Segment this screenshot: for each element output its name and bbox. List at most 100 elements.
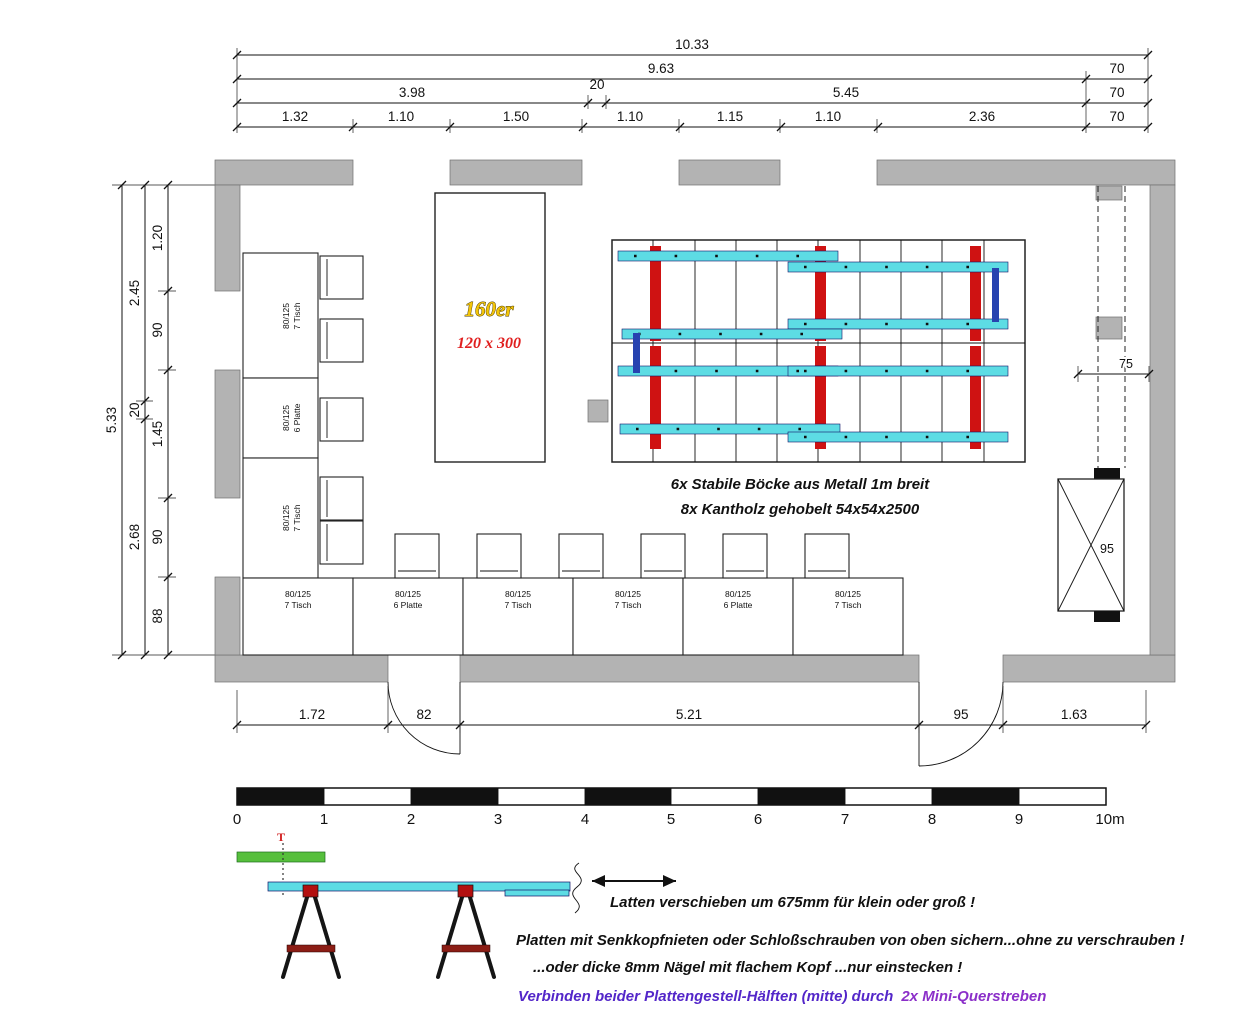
- table-size: 80/125: [725, 589, 751, 599]
- dim-label: 3.98: [399, 85, 425, 100]
- wall-pier: [1095, 316, 1123, 340]
- dim-label-box-width: 95: [1100, 542, 1114, 556]
- annotations: Latten verschieben um 675mm für klein od…: [516, 894, 1184, 1005]
- green-board: [236, 851, 326, 863]
- left-dimensions: 5.33 2.45 20 2.68 1.20 90 1.45 90 88: [104, 180, 215, 660]
- wall-top-segment: [449, 159, 583, 186]
- annotation-platten: Platten mit Senkkopfnieten oder Schloßsc…: [516, 932, 1184, 949]
- left-chairs: [319, 255, 364, 565]
- top-dim-witness-lines: [236, 48, 1149, 133]
- table-kind: 7 Tisch: [292, 302, 302, 329]
- lath: [787, 431, 1009, 443]
- scale-label: 9: [1015, 811, 1023, 828]
- kantholz-laths: [617, 250, 1009, 443]
- t-mark: T: [277, 830, 285, 844]
- table-size: 80/125: [281, 303, 291, 329]
- platform-note-1: 6x Stabile Böcke aus Metall 1m breit: [671, 476, 930, 493]
- table-kind: 7 Tisch: [835, 600, 862, 610]
- table-size: 80/125: [281, 505, 291, 531]
- table: [242, 577, 354, 656]
- scale-bar-black-segment: [758, 788, 845, 805]
- dim-label: 88: [150, 608, 165, 623]
- dim-label: 1.20: [150, 225, 165, 251]
- top-dimensions: 10.33 9.63 70 3.98 20 5.45 70 1.32 1.10 …: [232, 37, 1153, 133]
- table-kind: 6 Platte: [292, 403, 302, 432]
- scale-label: 2: [407, 811, 415, 828]
- table-kind: 7 Tisch: [505, 600, 532, 610]
- wall-bottom-segment: [459, 654, 920, 683]
- wall-right-segment: [1149, 184, 1176, 656]
- trestle-bar: [815, 246, 826, 341]
- bottom-chairs: [394, 533, 850, 579]
- wall-top-segment: [876, 159, 1176, 186]
- lath: [621, 328, 843, 340]
- trestle-detail: T: [236, 830, 676, 979]
- chair: [319, 520, 364, 565]
- chair: [319, 476, 364, 521]
- scale-label: 7: [841, 811, 849, 828]
- trestle-bar: [970, 246, 981, 341]
- top-dim-lines: [237, 54, 1148, 128]
- scale-label: 8: [928, 811, 936, 828]
- chair: [319, 255, 364, 300]
- overhead-dashed-lines: [1097, 186, 1126, 468]
- wall-top-segment: [678, 159, 781, 186]
- bottom-dim-witness-lines: [236, 686, 1147, 733]
- table-size: 80/125: [395, 589, 421, 599]
- sawhorse-crossbar: [286, 944, 336, 953]
- scale-label: 4: [581, 811, 589, 828]
- dim-label: 1.32: [282, 109, 308, 124]
- stage-label-size: 120 x 300: [457, 335, 521, 352]
- trestle-bar: [650, 346, 661, 449]
- dim-label: 70: [1109, 109, 1124, 124]
- break-squiggle: [572, 862, 582, 914]
- table-kind: 7 Tisch: [615, 600, 642, 610]
- table: [242, 377, 319, 459]
- wall-bottom-segment: [214, 654, 389, 683]
- dim-label: 1.10: [617, 109, 643, 124]
- table-label: 80/1257 Tisch: [281, 302, 302, 329]
- annotation-latten: Latten verschieben um 675mm für klein od…: [610, 894, 975, 911]
- door-swing-arc: [387, 681, 461, 755]
- scale-label: 5: [667, 811, 675, 828]
- wall-bottom-segment: [1002, 654, 1176, 683]
- annotation-verbinden: Verbinden beider Plattengestell-Hälften …: [518, 988, 1046, 1005]
- stage-160: 160er 120 x 300: [434, 192, 546, 463]
- dim-label: 70: [1109, 61, 1124, 76]
- dim-label: 90: [150, 529, 165, 544]
- wall-left-segment: [214, 576, 241, 656]
- scale-bar-black-segment: [932, 788, 1019, 805]
- scale-label: 10m: [1095, 811, 1124, 828]
- lath: [787, 261, 1009, 273]
- bottom-dim-ticks: [232, 720, 1151, 730]
- duct-end-cap: [1094, 611, 1120, 622]
- scale-label: 0: [233, 811, 241, 828]
- lath: [787, 318, 1009, 330]
- dim-label-total-width: 10.33: [675, 37, 709, 52]
- wall-top-segment: [214, 159, 354, 186]
- duct-end-cap: [1094, 468, 1120, 479]
- table: [352, 577, 464, 656]
- lath: [787, 365, 1009, 377]
- dim-label: 5.45: [833, 85, 859, 100]
- platform: 6x Stabile Böcke aus Metall 1m breit 8x …: [611, 239, 1026, 518]
- top-dim-ticks: [232, 50, 1153, 132]
- dim-label: 1.10: [388, 109, 414, 124]
- dim-label: 95: [953, 707, 968, 722]
- arrow-head-left: [592, 875, 605, 887]
- trestle-bar: [815, 346, 826, 449]
- sawhorse-1: [281, 884, 341, 979]
- table-label: 80/1256 Platte: [281, 403, 302, 432]
- sawhorse-2: [436, 884, 496, 979]
- chair: [319, 318, 364, 363]
- doors: [387, 681, 1004, 767]
- arrow-head-right: [663, 875, 676, 887]
- scale-label: 1: [320, 811, 328, 828]
